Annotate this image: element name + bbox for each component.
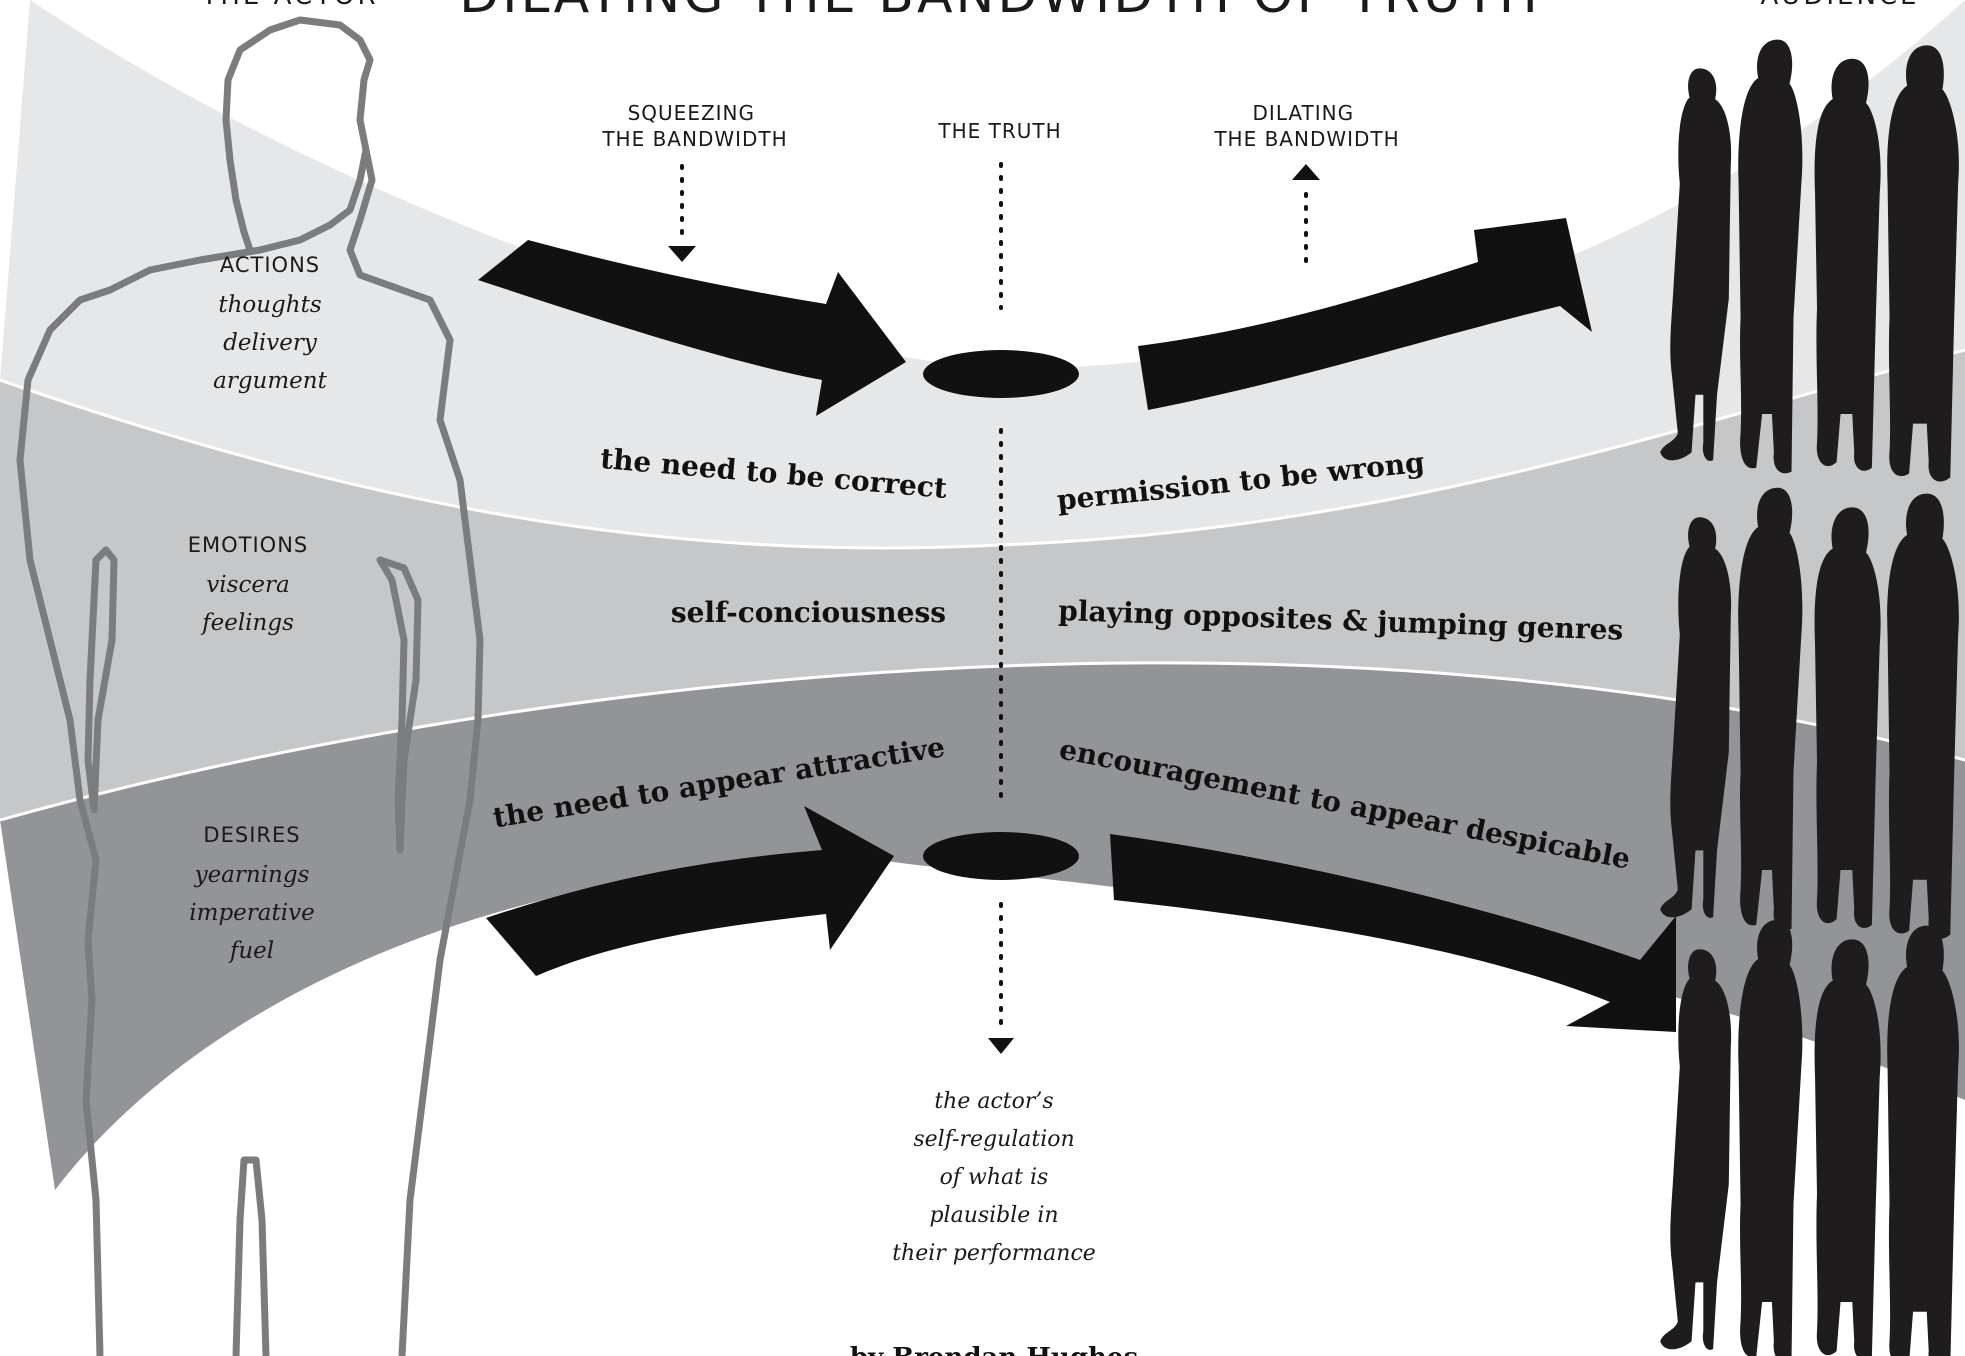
band-divider-bottom [0,661,1965,822]
bottom-note-line: their performance [892,1241,1096,1266]
layer-actions-item: thoughts [218,292,321,318]
layer-actions-item: delivery [223,330,318,356]
bottom-note-line: self-regulation [913,1127,1074,1152]
layer-actions-item: argument [213,368,327,394]
band-actions [0,0,1965,548]
layer-emotions-heading: EMOTIONS [188,533,309,557]
up-arrow-icon [1292,164,1320,180]
layer-desires-item: fuel [228,938,274,964]
band-emotions [0,350,1965,820]
actor-right-arm [376,556,422,854]
person-outline-icon [16,16,374,1356]
squeezing-label: SQUEEZING THE BANDWIDTH [601,101,787,151]
actor-leg-gap [232,1156,270,1356]
arrow-icon [486,806,894,976]
arrow-icon [478,240,906,416]
actor-label: THE ACTOR [200,0,378,11]
layer-actions-heading: ACTIONS [220,253,320,277]
down-arrow-icon [668,246,696,262]
arrow-icon [1138,218,1592,410]
layer-desires-item: yearnings [194,862,310,888]
truth-ellipse-bottom [923,832,1079,880]
truth-label: THE TRUTH [937,119,1061,143]
arrow-icon [1110,834,1676,1032]
layer-desires-heading: DESIRES [203,823,300,847]
down-arrow-icon [988,1038,1014,1054]
band-desires [0,662,1965,1190]
layer-desires-item: imperative [189,900,314,926]
left-phrase-selfconscious: self-conciousness [671,596,946,629]
page-title: DILATING THE BANDWIDTH OF TRUTH [459,0,1541,25]
actor-body-outline [346,149,484,1356]
truth-ellipse-top [923,350,1079,398]
layer-emotions-item: viscera [206,572,289,598]
bottom-note-line: the actor’s [934,1089,1053,1114]
actor-left-arm [84,546,118,814]
bottom-note-line: plausible in [929,1203,1058,1228]
dilating-label: DILATING THE BANDWIDTH [1213,101,1399,151]
byline: by Brendan Hughes [850,1343,1138,1356]
audience-label: AUDIENCE [1761,0,1920,11]
layer-emotions-item: feelings [200,610,294,636]
bottom-note-line: of what is [940,1165,1049,1190]
